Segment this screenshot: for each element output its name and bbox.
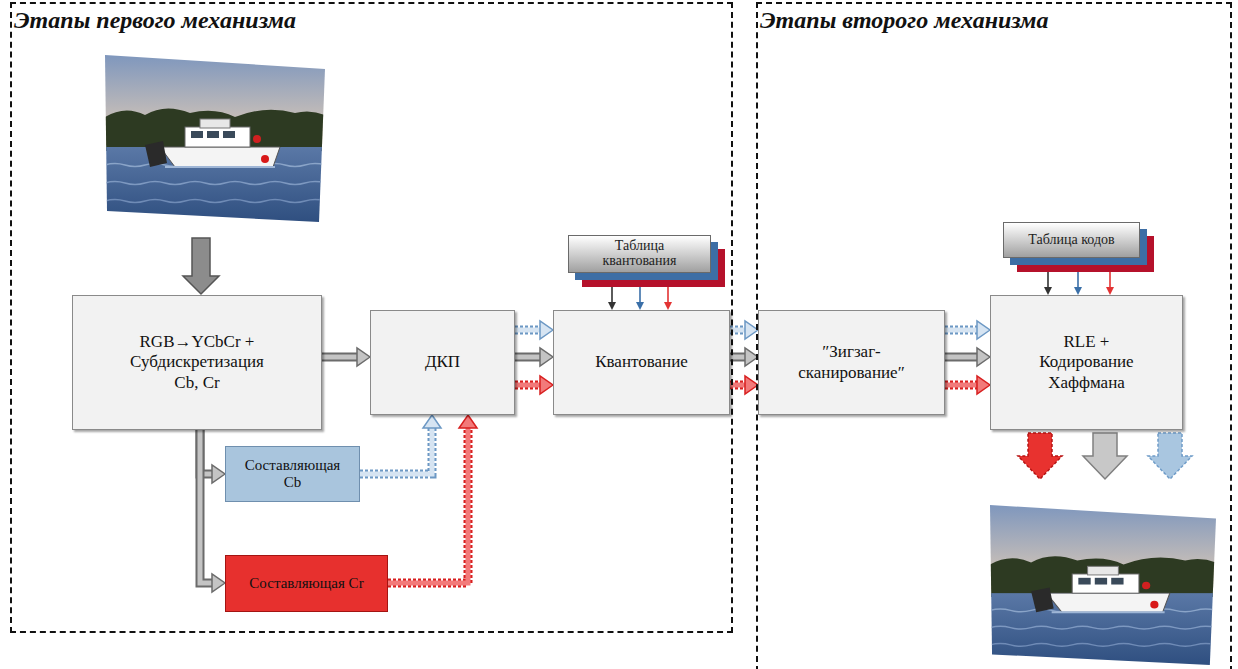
arrow-head [977, 376, 990, 394]
box-label: Таблица кодов [1027, 233, 1117, 248]
connector-line [1109, 272, 1111, 287]
connector-line [639, 280, 641, 303]
arrow-head [1044, 287, 1052, 295]
stage-region: Этапы первого механизмаRGB→YCbCr + Субди… [10, 2, 733, 633]
arrow-head [357, 348, 370, 366]
connector-line [515, 328, 540, 333]
connector-outline [200, 430, 212, 583]
arrow-head [977, 348, 990, 366]
box-label: ДКП [425, 352, 460, 372]
connector [945, 348, 990, 366]
arrow-head [977, 321, 990, 339]
table-card: Таблица кодов [1003, 222, 1140, 258]
connector-line [1047, 258, 1049, 287]
arrow-head [212, 465, 225, 483]
output-arrow [1083, 433, 1127, 479]
connector [636, 280, 644, 311]
connector [664, 287, 672, 311]
arrow-head [608, 302, 616, 310]
component-box: Составляющая Cb [225, 446, 360, 502]
arrow-head [1106, 287, 1114, 295]
connector [730, 348, 758, 366]
box-label: RLE + Кодирование Хаффмана [1022, 332, 1152, 393]
connector [388, 415, 477, 583]
connector-outline [945, 353, 977, 362]
box-label: ″Зигзаг-сканирование″ [789, 342, 914, 383]
connector [515, 348, 553, 366]
connector-line [388, 428, 468, 583]
connector-line [945, 328, 977, 333]
boat-photo [990, 505, 1216, 665]
arrow-head [212, 574, 225, 592]
connector [1044, 258, 1052, 295]
box-label: Составляющая Cb [235, 457, 350, 492]
arrow-head [636, 302, 644, 310]
arrow-head [540, 348, 553, 366]
connector-outline [322, 353, 357, 362]
connector-line [200, 430, 212, 583]
connector [1074, 265, 1082, 295]
connector [360, 415, 441, 474]
connector-outline [515, 381, 540, 390]
connector-line [1077, 265, 1079, 287]
arrow-head [664, 302, 672, 310]
connector-outline [515, 326, 540, 335]
connector-outline [388, 428, 468, 583]
connector [322, 348, 370, 366]
connector-line [945, 355, 977, 360]
process-box: ″Зигзаг-сканирование″ [758, 310, 945, 415]
arrow-head [540, 321, 553, 339]
connector [515, 376, 553, 394]
connector-line [322, 355, 357, 360]
box-label: Составляющая Cr [249, 575, 364, 592]
input-arrow [183, 238, 219, 294]
component-box: Составляющая Cr [225, 555, 388, 612]
connector-line [515, 383, 540, 388]
connector-line [611, 273, 613, 303]
arrow-head [540, 376, 553, 394]
connector [730, 321, 758, 339]
process-box: RLE + Кодирование Хаффмана [990, 295, 1183, 430]
connector-outline [945, 381, 977, 390]
connector [1106, 272, 1114, 295]
box-label: Таблица квантования [590, 239, 690, 268]
output-arrow [1018, 433, 1062, 479]
connector [945, 376, 990, 394]
connector [200, 430, 225, 592]
connector [945, 321, 990, 339]
connector-line [515, 355, 540, 360]
region-heading: Этапы первого механизма [14, 7, 296, 34]
connector [515, 321, 553, 339]
arrow-head [423, 415, 441, 428]
connector-line [360, 428, 432, 474]
connector-outline [945, 326, 977, 335]
table-card: Таблица квантования [568, 235, 711, 273]
region-heading: Этапы второго механизма [760, 7, 1049, 34]
stage-region: Этапы второго механизма ″Зигзаг-сканирова… [756, 2, 1232, 669]
connector-line [667, 287, 669, 303]
process-box: ДКП [370, 310, 515, 415]
process-box: Квантование [553, 310, 730, 415]
output-arrow [1148, 433, 1192, 479]
connector [730, 376, 758, 394]
arrow-head [459, 415, 477, 428]
process-box: RGB→YCbCr + Субдискретизация Cb, Cr [72, 295, 322, 430]
box-label: RGB→YCbCr + Субдискретизация Cb, Cr [122, 332, 272, 393]
connector [608, 273, 616, 311]
box-label: Квантование [595, 352, 688, 372]
connector-line [945, 383, 977, 388]
boat-photo [105, 55, 325, 222]
connector-outline [515, 353, 540, 362]
arrow-head [1074, 287, 1082, 295]
connector-outline [360, 428, 432, 474]
